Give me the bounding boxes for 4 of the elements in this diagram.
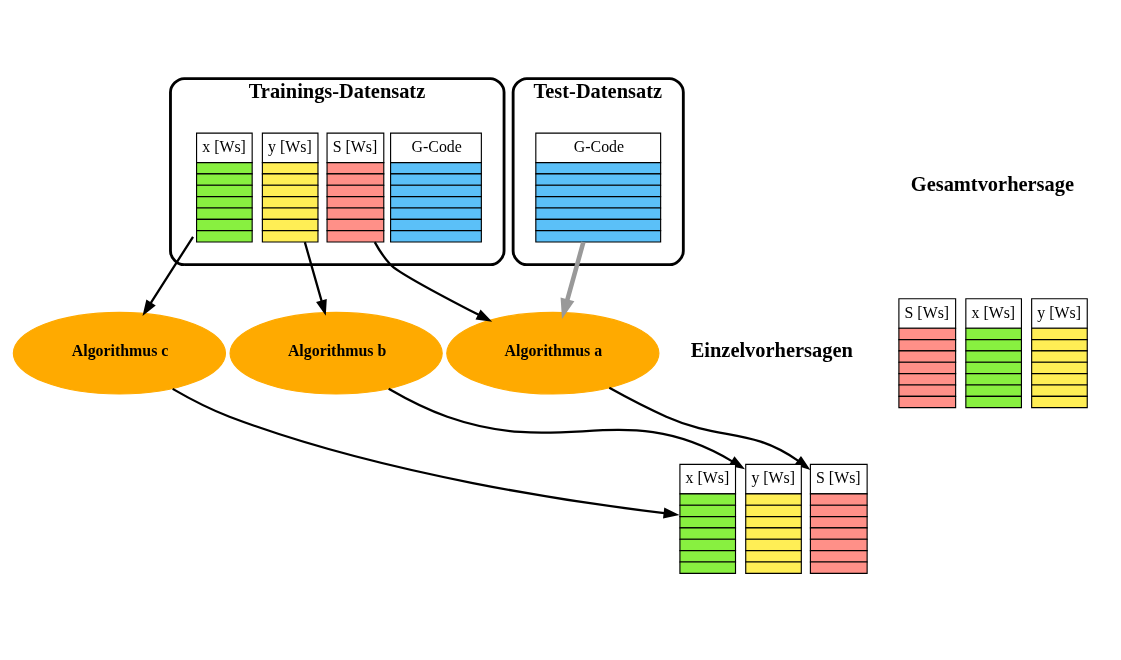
node-text: x [Ws] bbox=[685, 468, 730, 486]
label: Einzelvorhersagen bbox=[690, 338, 853, 361]
label: Gesamtvorhersage bbox=[910, 172, 1075, 195]
node-text: y [Ws] bbox=[751, 468, 796, 486]
